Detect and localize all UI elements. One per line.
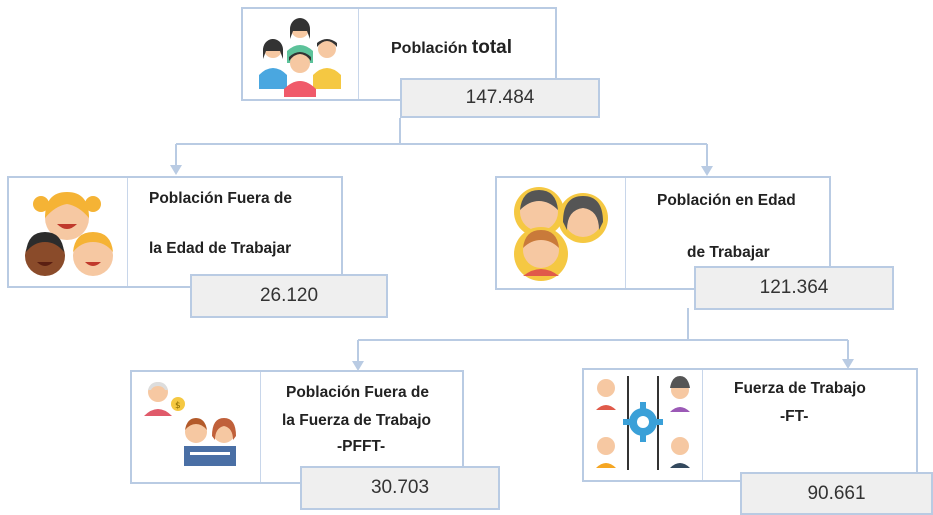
svg-text:$: $ [175,401,181,411]
adults-group-icon [497,178,626,288]
working-age-value: 121.364 [694,266,894,310]
working-age-line2: de Trabajar [687,244,770,261]
total-title-part2: total [471,37,513,58]
outside-labor-line2: la Fuerza de Trabajo [282,412,432,429]
labor-force-line1: Fuerza de Trabajo [734,380,866,397]
working-age-line1: Población en Edad [657,192,796,209]
family-group-icon [243,9,359,99]
outside-age-value: 26.120 [190,274,388,318]
outside-labor-value: 30.703 [300,466,500,510]
labor-force-value: 90.661 [740,472,933,515]
outside-labor-line1: Población Fuera de [286,384,429,401]
workforce-gear-icon [584,370,703,480]
total-title: Población total [391,37,512,60]
children-icon [9,178,128,286]
retired-and-students-icon: $ [132,372,261,482]
labor-force-line2: -FT- [780,408,809,425]
node-outside-labor-force: $ Población Fuera de la Fuerza de Trabaj… [130,370,464,484]
total-value: 147.484 [400,78,600,118]
node-labor-force: Fuerza de Trabajo -FT- [582,368,918,482]
total-title-part1: Población [391,40,472,57]
outside-age-line1: Población Fuera de [149,190,292,207]
outside-labor-line3: -PFFT- [337,438,386,455]
node-outside-working-age: Población Fuera de la Edad de Trabajar [7,176,343,288]
outside-age-line2: la Edad de Trabajar [149,240,292,257]
